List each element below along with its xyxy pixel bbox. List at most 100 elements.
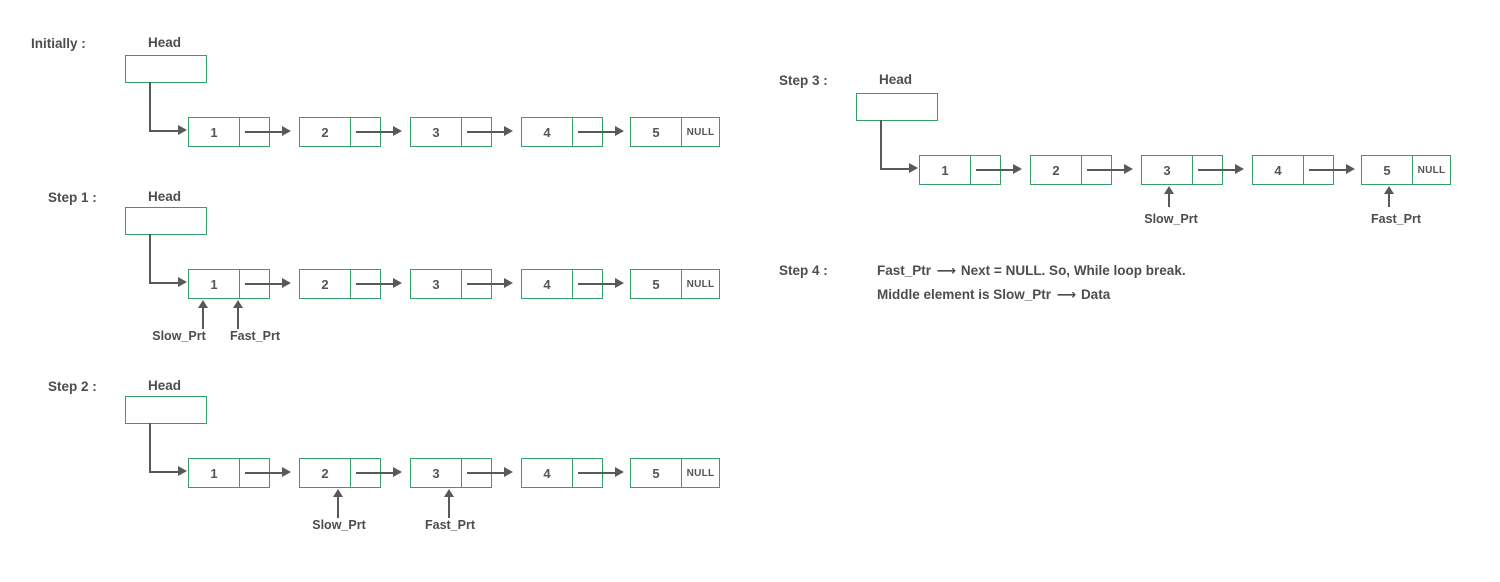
fast-pointer-label-step2: Fast_Prt xyxy=(424,518,476,532)
head-connector-arrowhead-step3 xyxy=(909,163,918,173)
list-node: 4 xyxy=(521,269,624,299)
node-data-cell: 5 xyxy=(652,465,660,481)
right-arrow-icon: ⟶ xyxy=(936,263,956,278)
next-link-arrow xyxy=(245,277,291,290)
head-box-step2 xyxy=(125,396,207,424)
head-connector-vertical-initially xyxy=(149,82,152,132)
node-null-cell: NULL xyxy=(681,459,719,487)
list-node: 3 xyxy=(410,458,513,488)
list-node: 4 xyxy=(521,458,624,488)
list-node: 3 xyxy=(1141,155,1244,185)
list-node: 1 xyxy=(188,458,291,488)
node-next-cell xyxy=(461,118,513,146)
slow-pointer-arrow-step2 xyxy=(333,489,343,518)
node-data-cell: 4 xyxy=(1274,162,1282,178)
list-node-tail: 5 NULL xyxy=(1361,155,1451,185)
head-connector-horizontal-step2 xyxy=(149,471,179,474)
node-next-cell xyxy=(239,270,291,298)
head-box-initially xyxy=(125,55,207,83)
next-link-arrow xyxy=(578,466,624,479)
node-next-cell xyxy=(239,459,291,487)
node-data-cell: 3 xyxy=(432,124,440,140)
node-data-cell: 2 xyxy=(321,276,329,292)
slow-pointer-label-step2: Slow_Prt xyxy=(312,518,366,532)
list-node-tail: 5 NULL xyxy=(630,458,720,488)
head-connector-vertical-step2 xyxy=(149,423,152,473)
head-connector-horizontal-initially xyxy=(149,130,179,133)
row-caption-initially: Initially : xyxy=(31,36,86,51)
fast-pointer-label-step3: Fast_Prt xyxy=(1370,212,1422,226)
next-link-arrow xyxy=(1309,163,1355,176)
step4-line1-part2: Next = NULL. So, While loop break. xyxy=(960,263,1186,278)
node-data-cell: 5 xyxy=(652,276,660,292)
list-node: 2 xyxy=(299,269,402,299)
node-data-cell: 5 xyxy=(1383,162,1391,178)
step4-line1-part1: Fast_Ptr xyxy=(877,263,932,278)
slow-pointer-arrow-step3 xyxy=(1164,186,1174,207)
head-connector-arrowhead-step1 xyxy=(178,277,187,287)
node-next-cell xyxy=(461,270,513,298)
list-node: 4 xyxy=(1252,155,1355,185)
list-node-tail: 5 NULL xyxy=(630,269,720,299)
row-caption-step3: Step 3 : xyxy=(779,73,828,88)
row-caption-step4: Step 4 : xyxy=(779,263,828,278)
head-box-step3 xyxy=(856,93,938,121)
node-data-cell: 1 xyxy=(210,124,218,140)
node-data-cell: 4 xyxy=(543,276,551,292)
node-null-cell: NULL xyxy=(681,270,719,298)
head-box-step1 xyxy=(125,207,207,235)
node-data-cell: 1 xyxy=(941,162,949,178)
next-link-arrow xyxy=(1198,163,1244,176)
list-node: 3 xyxy=(410,117,513,147)
node-data-cell: 1 xyxy=(210,465,218,481)
fast-pointer-label-step1: Fast_Prt xyxy=(229,329,281,343)
head-label-step3: Head xyxy=(879,72,913,87)
node-next-cell xyxy=(350,270,402,298)
step4-line2-part1: Middle element is Slow_Ptr xyxy=(877,287,1052,302)
fast-pointer-arrow-step1 xyxy=(233,300,243,329)
next-link-arrow xyxy=(578,277,624,290)
row-caption-step1: Step 1 : xyxy=(48,190,97,205)
list-node: 1 xyxy=(188,117,291,147)
next-link-arrow xyxy=(356,466,402,479)
node-data-cell: 2 xyxy=(1052,162,1060,178)
fast-pointer-arrow-step2 xyxy=(444,489,454,518)
list-node: 1 xyxy=(188,269,291,299)
node-next-cell xyxy=(350,118,402,146)
head-connector-arrowhead-initially xyxy=(178,125,187,135)
node-data-cell: 1 xyxy=(210,276,218,292)
node-next-cell xyxy=(239,118,291,146)
next-link-arrow xyxy=(467,466,513,479)
node-next-cell xyxy=(572,459,624,487)
next-link-arrow xyxy=(245,466,291,479)
node-data-cell: 4 xyxy=(543,465,551,481)
list-node: 1 xyxy=(919,155,1022,185)
head-connector-horizontal-step1 xyxy=(149,282,179,285)
head-label-step2: Head xyxy=(148,378,182,393)
slow-pointer-label-step1: Slow_Prt xyxy=(152,329,206,343)
next-link-arrow xyxy=(467,277,513,290)
list-node: 2 xyxy=(299,458,402,488)
node-data-cell: 2 xyxy=(321,465,329,481)
node-next-cell xyxy=(1303,156,1355,184)
list-node: 4 xyxy=(521,117,624,147)
next-link-arrow xyxy=(356,277,402,290)
node-data-cell: 3 xyxy=(432,465,440,481)
node-next-cell xyxy=(461,459,513,487)
node-next-cell xyxy=(572,118,624,146)
node-null-cell: NULL xyxy=(1412,156,1450,184)
slow-pointer-label-step3: Slow_Prt xyxy=(1144,212,1198,226)
step4-line-2: Middle element is Slow_Ptr ⟶ Data xyxy=(877,288,1110,302)
slow-pointer-arrow-step1 xyxy=(198,300,208,329)
next-link-arrow xyxy=(245,125,291,138)
fast-pointer-arrow-step3 xyxy=(1384,186,1394,207)
node-next-cell xyxy=(970,156,1022,184)
head-connector-vertical-step3 xyxy=(880,120,883,170)
node-next-cell xyxy=(1081,156,1133,184)
step4-line2-part2: Data xyxy=(1080,287,1111,302)
node-data-cell: 2 xyxy=(321,124,329,140)
head-connector-arrowhead-step2 xyxy=(178,466,187,476)
node-next-cell xyxy=(1192,156,1244,184)
next-link-arrow xyxy=(976,163,1022,176)
head-connector-vertical-step1 xyxy=(149,234,152,284)
